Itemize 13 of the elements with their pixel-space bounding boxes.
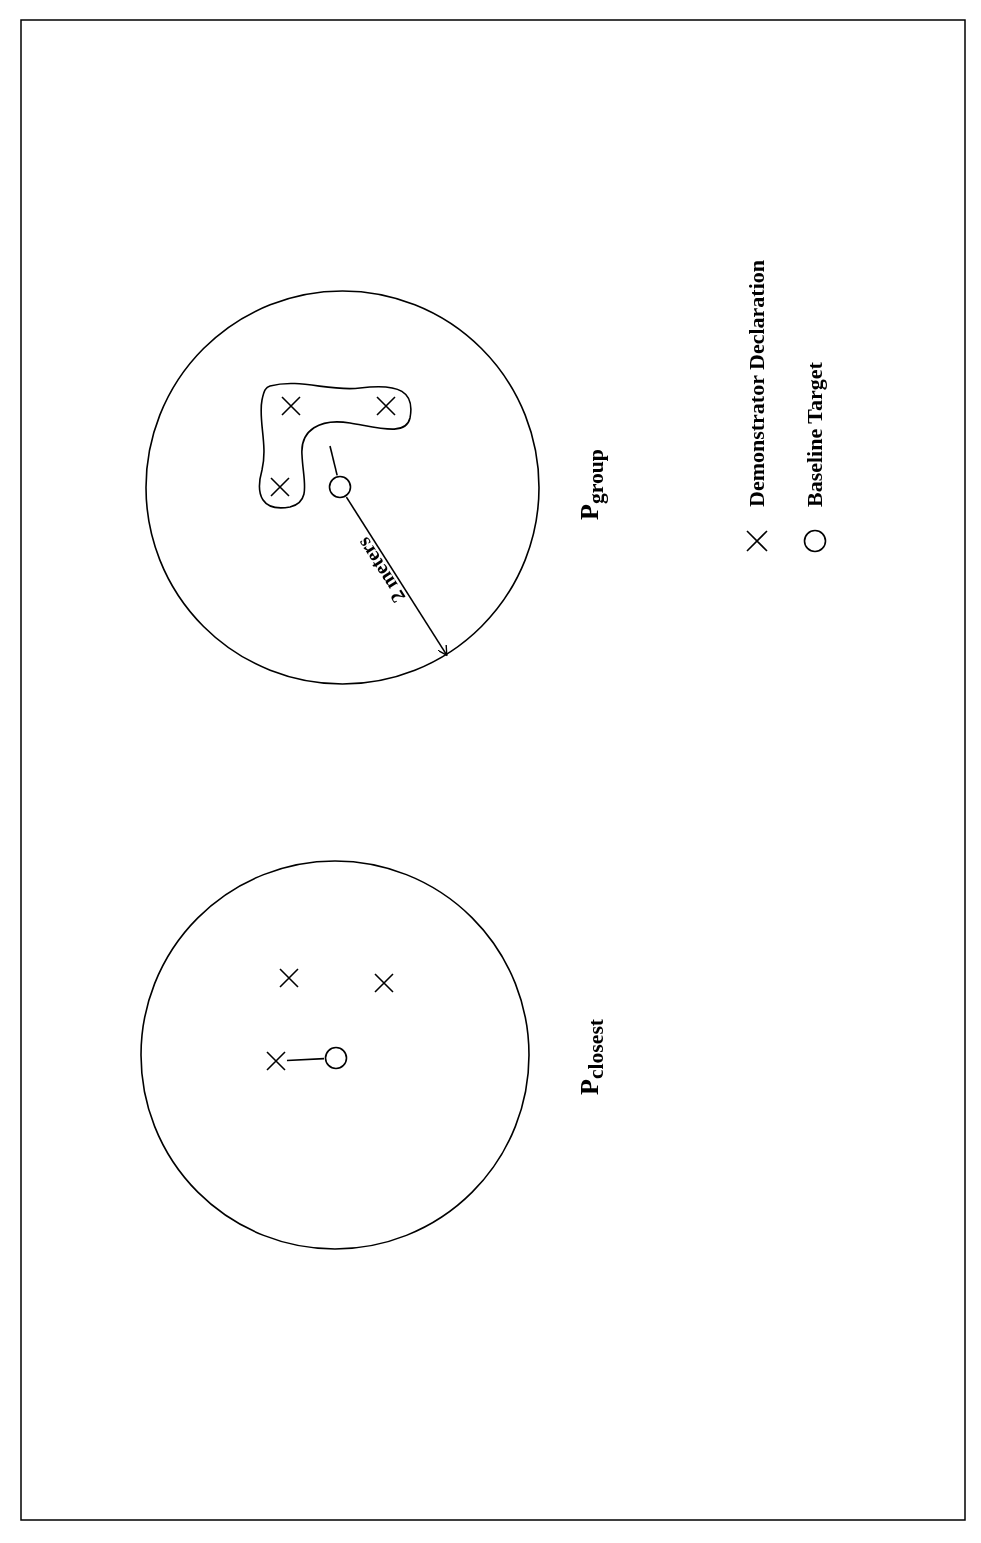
- cross-mark: [265, 1050, 287, 1072]
- cross-mark: [373, 972, 395, 994]
- cross-mark: [280, 395, 302, 417]
- cross-mark: [375, 395, 397, 417]
- connector-line: [286, 1057, 325, 1062]
- connector-line: [345, 496, 448, 656]
- connector-line: [329, 445, 338, 477]
- cross-mark: [278, 967, 300, 989]
- cross-mark: [269, 476, 291, 498]
- legend-label: Baseline Target: [804, 362, 826, 507]
- target-circle: [324, 1046, 348, 1070]
- legend-label: Demonstrator Declaration: [746, 259, 768, 507]
- target-circle: [328, 475, 352, 499]
